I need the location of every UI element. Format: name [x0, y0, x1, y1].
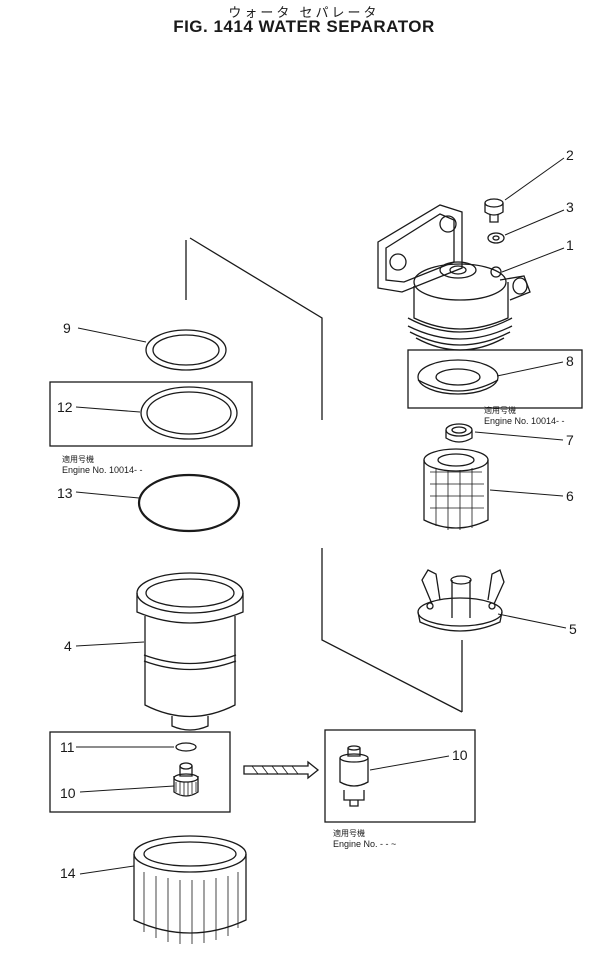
- o-ring-part-13: [137, 473, 241, 533]
- label-part-13: 13: [57, 485, 73, 501]
- assembly-center-lines: [185, 237, 463, 713]
- label-part-9: 9: [63, 320, 71, 336]
- label-part-12: 12: [57, 399, 73, 415]
- label-part-10-right: 10: [452, 747, 468, 763]
- applicability-note-jp: 適用号機: [333, 829, 365, 838]
- engine-number-note: Engine No. 10014- -: [484, 416, 565, 426]
- label-part-4: 4: [64, 638, 72, 654]
- ring-nut-part-14: [133, 835, 247, 944]
- drain-plug-assembly-left: [49, 731, 231, 813]
- filter-head-part-1: [377, 204, 531, 351]
- label-part-10-left: 10: [60, 785, 76, 801]
- applicability-note-part-12: 適用号機 Engine No. 10014- -: [62, 455, 143, 475]
- engine-number-note: Engine No. 10014- -: [62, 465, 143, 475]
- label-part-14: 14: [60, 865, 76, 881]
- diagram-title: FIG. 1414 WATER SEPARATOR: [173, 17, 435, 36]
- label-part-8: 8: [566, 353, 574, 369]
- applicability-note-part-8: 適用号機 Engine No. 10014- -: [484, 406, 565, 426]
- applicability-note-part-10: 適用号機 Engine No. - - ~: [333, 829, 396, 849]
- engine-number-note: Engine No. - - ~: [333, 839, 397, 849]
- label-part-7: 7: [566, 432, 574, 448]
- filter-element-part-6: [423, 448, 489, 530]
- washer-part-3: [487, 232, 505, 244]
- label-part-3: 3: [566, 199, 574, 215]
- ring-part-9: [145, 329, 227, 371]
- bolt-part-2: [484, 198, 504, 223]
- drain-plug-assembly-right: [324, 729, 476, 823]
- ring-part-12: [49, 381, 253, 447]
- applicability-note-jp: 適用号機: [484, 406, 516, 415]
- label-part-6: 6: [566, 488, 574, 504]
- label-part-5: 5: [569, 621, 577, 637]
- o-ring-part-11: [175, 742, 197, 752]
- label-part-11: 11: [60, 739, 75, 755]
- label-part-1: 1: [566, 237, 574, 253]
- bowl-part-4: [136, 572, 244, 731]
- baffle-part-5: [417, 569, 505, 632]
- replacement-arrow: [243, 760, 320, 780]
- leader-lines: [75, 157, 567, 875]
- applicability-note-jp: 適用号機: [62, 455, 94, 464]
- diagram-title-japanese: ウォータ セパレータ: [228, 6, 380, 21]
- label-part-2: 2: [566, 147, 574, 163]
- ring-part-7: [445, 423, 473, 443]
- gasket-part-8: [407, 349, 583, 409]
- drain-plug-part-10: [179, 766, 193, 777]
